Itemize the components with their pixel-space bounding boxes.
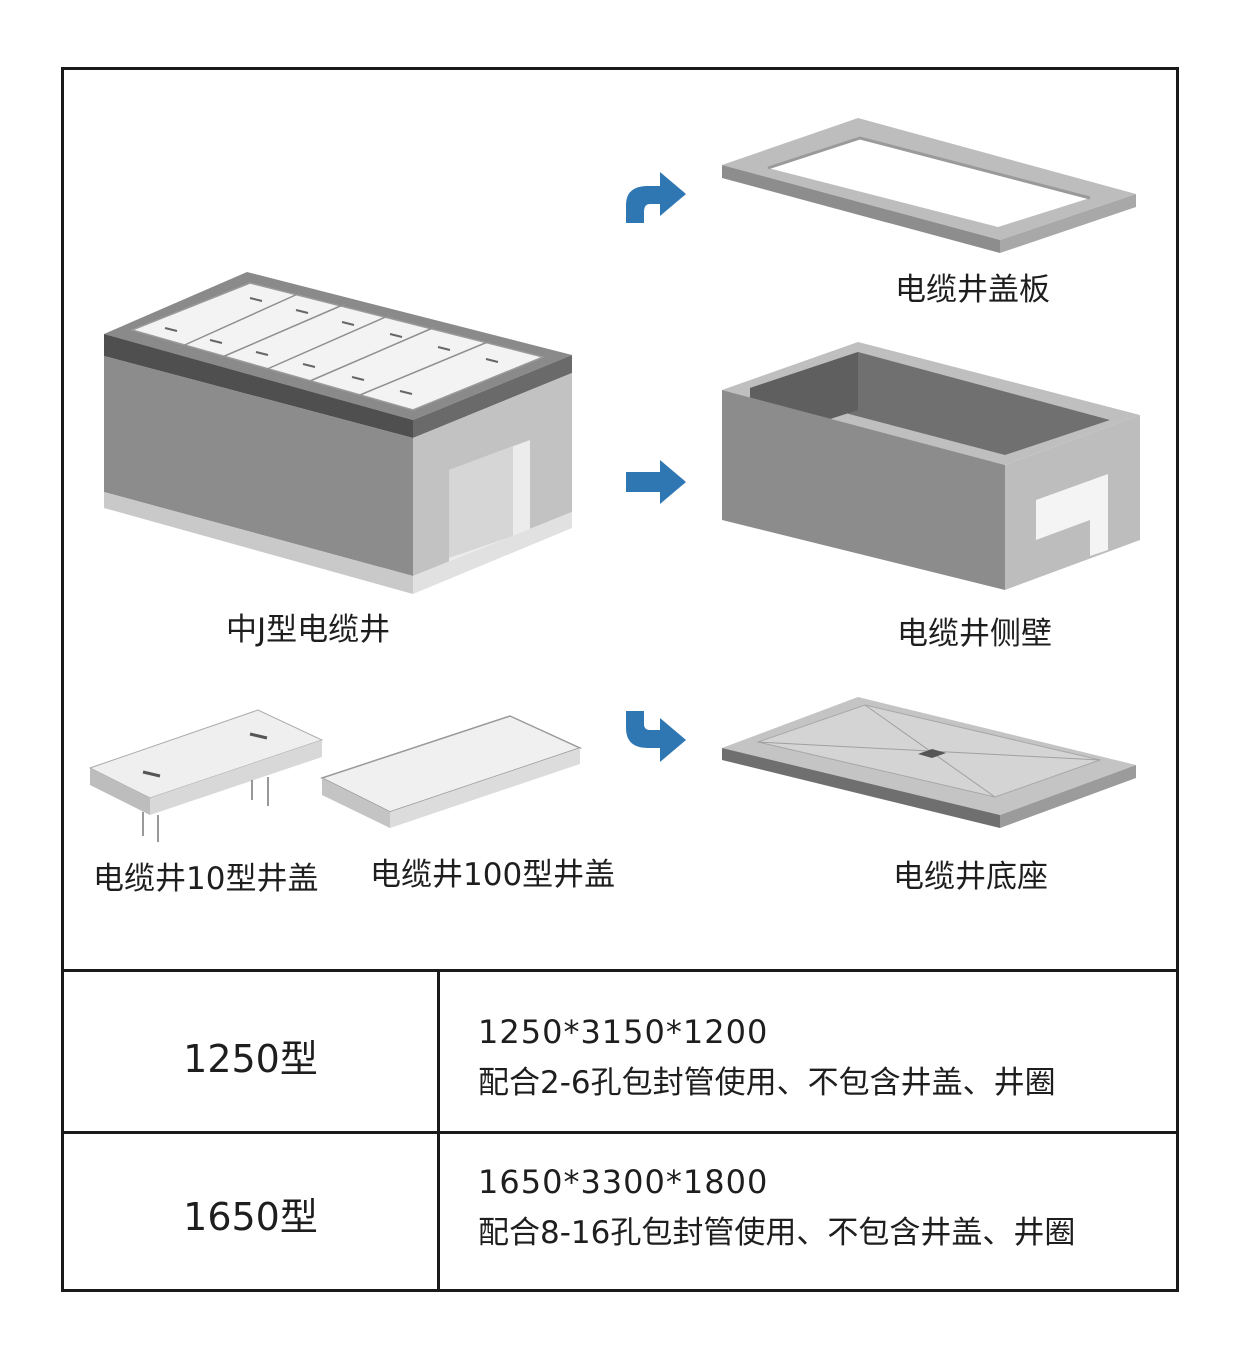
spec-description-1650: 配合8-16孔包封管使用、不包含井盖、井圈 <box>478 1215 1076 1251</box>
base-illustration <box>722 697 1136 828</box>
cover-plate-label: 电缆井盖板 <box>895 272 1050 308</box>
spec-description-1250: 配合2-6孔包封管使用、不包含井盖、井圈 <box>478 1065 1056 1101</box>
arrow-right-icon <box>626 460 686 504</box>
cover-plate-illustration <box>722 118 1136 253</box>
spec-dimensions-1250: 1250*3150*1200 <box>478 1013 769 1051</box>
spec-type-1650: 1650型 <box>183 1195 318 1239</box>
side-wall-label: 电缆井侧壁 <box>897 616 1052 652</box>
side-wall-illustration <box>722 342 1140 590</box>
base-label: 电缆井底座 <box>893 859 1048 895</box>
cover-100-label: 电缆井100型井盖 <box>370 857 616 893</box>
spec-type-1250: 1250型 <box>183 1037 318 1081</box>
table-row-divider <box>61 1131 1179 1134</box>
curved-arrow-down-right-icon <box>626 711 686 762</box>
cover-10-illustration <box>88 709 324 842</box>
curved-arrow-up-right-icon <box>626 172 686 223</box>
main-well-label: 中J型电缆井 <box>226 612 391 648</box>
table-top-divider <box>61 969 1179 972</box>
cover-100-illustration <box>320 715 583 828</box>
table-column-divider <box>437 969 440 1292</box>
main-well-illustration <box>104 272 572 594</box>
cover-10-label: 电缆井10型井盖 <box>93 861 319 897</box>
illustration-area <box>88 118 1140 842</box>
spec-dimensions-1650: 1650*3300*1800 <box>478 1163 769 1201</box>
product-frame <box>61 67 1179 1292</box>
